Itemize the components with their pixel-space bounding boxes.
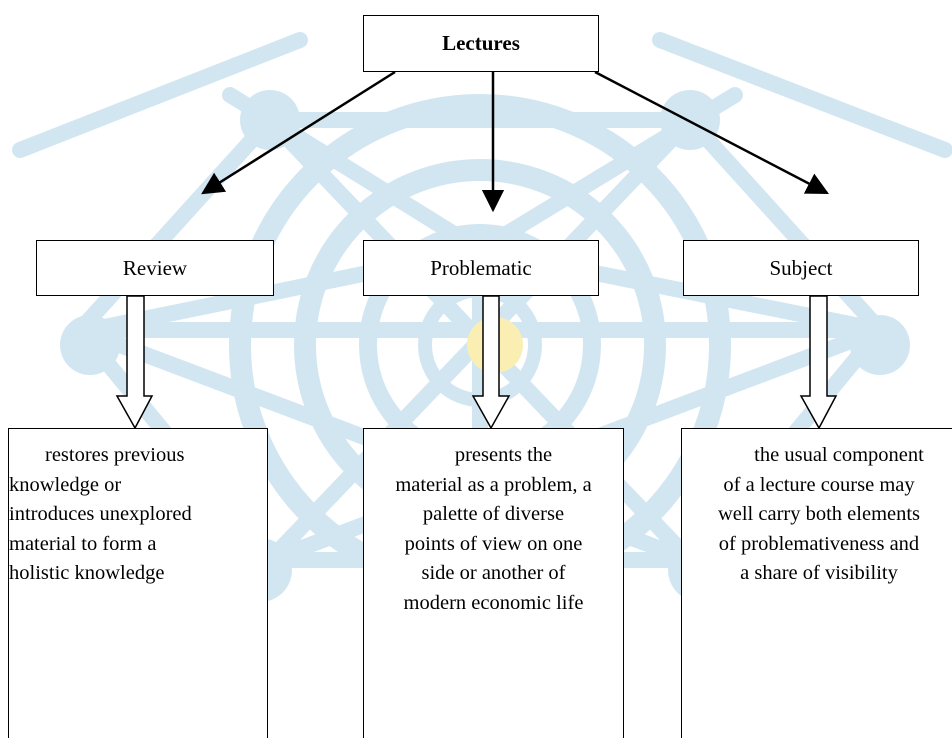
branch-node-problematic: Problematic xyxy=(363,240,599,296)
description-line: side or another of xyxy=(421,562,566,585)
hollow-arrow-problematic xyxy=(471,295,511,430)
root-node-lectures: Lectures xyxy=(363,15,599,72)
review-description-box: restores previous knowledge or introduce… xyxy=(8,428,268,738)
description-line: palette of diverse xyxy=(422,503,565,526)
hollow-arrow-subject xyxy=(799,295,838,430)
description-line: knowledge or xyxy=(9,473,122,496)
description-line: introduces unexplored xyxy=(9,503,192,526)
branch-node-review: Review xyxy=(36,240,274,296)
description-line: well carry both elements xyxy=(717,503,921,526)
description-line: a share of visibility xyxy=(740,562,898,585)
description-line: the usual component xyxy=(754,444,924,466)
description-line: holistic knowledge xyxy=(9,562,165,585)
description-line: points of view on one xyxy=(404,532,583,555)
hollow-arrow-review xyxy=(115,295,154,430)
arrow-to-subject xyxy=(594,70,829,195)
description-line: modern economic life xyxy=(403,591,584,614)
arrow-to-review xyxy=(201,70,396,195)
subject-description-box: the usual component of a lecture course … xyxy=(681,428,952,738)
description-line: material as a problem, a xyxy=(395,473,592,496)
description-line: of a lecture course may xyxy=(723,473,915,496)
description-line: of problemativeness and xyxy=(718,532,920,555)
problematic-description-box: presents the material as a problem, a pa… xyxy=(363,428,624,738)
description-line: restores previous xyxy=(45,444,185,466)
branch-node-subject: Subject xyxy=(683,240,919,296)
description-line: material to form a xyxy=(9,532,157,555)
description-line: presents the xyxy=(454,444,553,466)
